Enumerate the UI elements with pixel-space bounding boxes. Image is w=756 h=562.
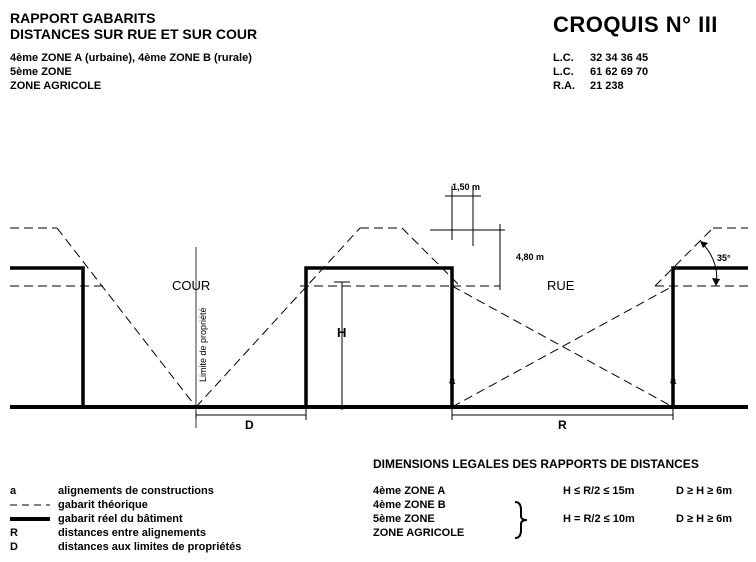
ref-code-2: L.C. bbox=[553, 66, 574, 78]
dim480-label: 4,80 m bbox=[516, 252, 544, 262]
rule-row1-d: D ≥ H ≥ 6m bbox=[676, 485, 733, 497]
building-middle bbox=[304, 266, 454, 407]
croquis-title: CROQUIS N° III bbox=[553, 12, 718, 37]
angle-arrow-top bbox=[700, 241, 708, 248]
rue-label: RUE bbox=[547, 278, 575, 293]
ref-code-3: R.A. bbox=[553, 80, 575, 92]
legend-text-5: distances aux limites de propriétés bbox=[58, 541, 242, 553]
zone-4b: 4ème ZONE B bbox=[373, 499, 446, 511]
legend-symbol-d: D bbox=[10, 541, 18, 553]
legend-thick-symbol bbox=[10, 517, 50, 521]
angle-arrow-bottom bbox=[712, 278, 720, 286]
legend-text-2: gabarit théorique bbox=[58, 499, 148, 511]
zone-5: 5ème ZONE bbox=[373, 513, 435, 525]
alignment-label-a2: a bbox=[670, 375, 677, 387]
gabarit-dash-12 bbox=[654, 227, 714, 287]
zone-line-3: ZONE AGRICOLE bbox=[10, 80, 102, 92]
h-tick-bottom bbox=[340, 405, 344, 409]
gabarit-dash-2 bbox=[56, 227, 197, 408]
r-label: R bbox=[558, 418, 567, 432]
ref-numbers-1: 32 34 36 45 bbox=[590, 52, 649, 64]
brace-icon bbox=[514, 501, 528, 539]
rule-row2: H = R/2 ≤ 10m bbox=[563, 513, 635, 525]
legend-text-1: alignements de constructions bbox=[58, 485, 214, 497]
rule-row1: H ≤ R/2 ≤ 15m bbox=[563, 485, 635, 497]
legend-symbol-r: R bbox=[10, 527, 18, 539]
alignment-label-a1: a bbox=[449, 375, 456, 387]
building-left bbox=[10, 266, 85, 407]
legend-dash-symbol bbox=[10, 504, 50, 506]
dim150-label: 1,50 m bbox=[452, 182, 480, 192]
legend-text-3: gabarit réel du bâtiment bbox=[58, 513, 183, 525]
dimensions-title: DIMENSIONS LEGALES DES RAPPORTS DE DISTA… bbox=[373, 457, 699, 471]
legend-symbol-a: a bbox=[10, 485, 17, 497]
title-line-2: DISTANCES SUR RUE ET SUR COUR bbox=[10, 26, 258, 42]
zone-agricole: ZONE AGRICOLE bbox=[373, 527, 465, 539]
ref-code-1: L.C. bbox=[553, 52, 574, 64]
h-label: H bbox=[337, 325, 346, 340]
gabarit-dash-3 bbox=[195, 227, 361, 408]
property-limit-label: Limite de propriété bbox=[198, 307, 208, 382]
rule-row2-d: D ≥ H ≥ 6m bbox=[676, 513, 733, 525]
ref-numbers-2: 61 62 69 70 bbox=[590, 66, 649, 78]
angle-label: 35° bbox=[717, 253, 731, 263]
gabarit-diagram: Limite de propriété COUR RUE H D R a a 1… bbox=[10, 182, 748, 432]
zone-4a: 4ème ZONE A bbox=[373, 485, 446, 497]
title-line-1: RAPPORT GABARITS bbox=[10, 10, 156, 26]
building-right bbox=[671, 266, 748, 407]
ref-numbers-3: 21 238 bbox=[590, 80, 624, 92]
d-label: D bbox=[245, 418, 254, 432]
zone-line-1: 4ème ZONE A (urbaine), 4ème ZONE B (rura… bbox=[10, 52, 252, 64]
legend-text-4: distances entre alignements bbox=[58, 527, 206, 539]
zone-line-2: 5ème ZONE bbox=[10, 66, 72, 78]
cour-label: COUR bbox=[172, 278, 210, 293]
